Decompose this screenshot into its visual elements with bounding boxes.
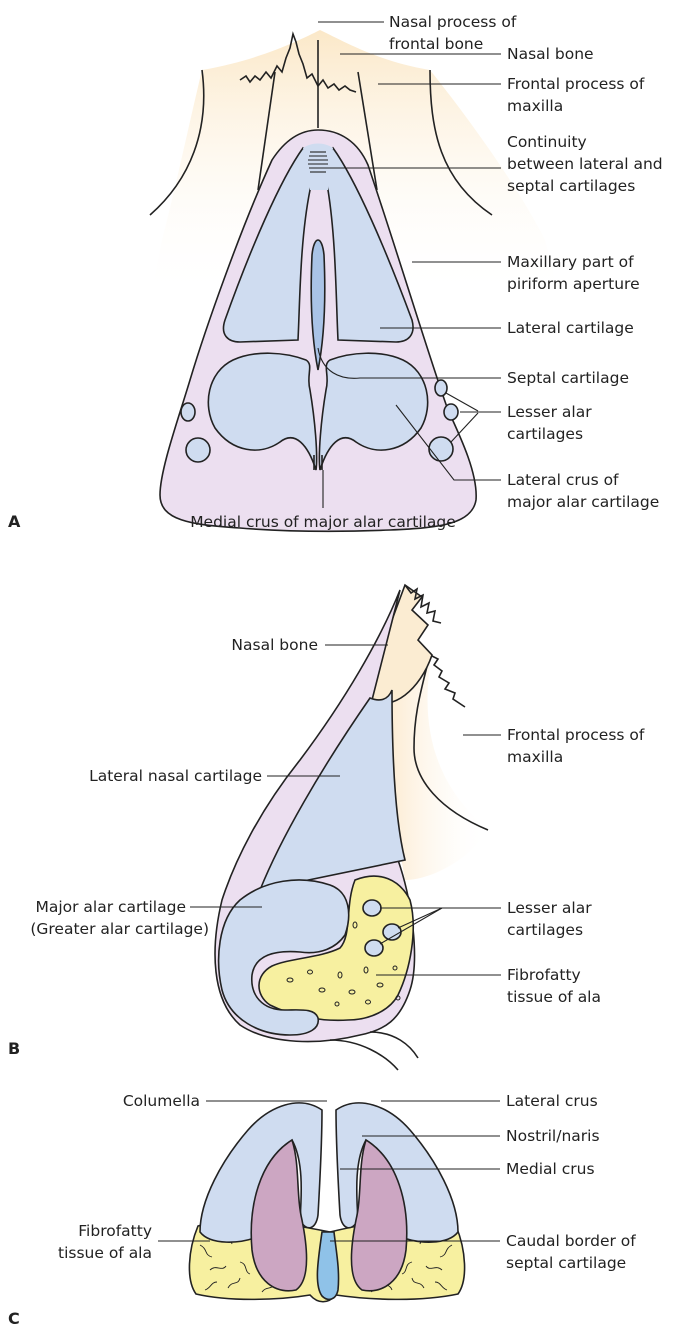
lesser-alar-right-3	[429, 437, 453, 461]
label-frontal-process-maxilla-line1: Frontal process of	[507, 75, 645, 93]
label-fibrofatty-b-line2: tissue of ala	[507, 988, 601, 1006]
label-continuity-line2: between lateral and	[507, 155, 663, 173]
label-maxillary-part-line2: piriform aperture	[507, 275, 640, 293]
label-nasal-bone-b: Nasal bone	[231, 636, 318, 654]
label-lateral-nasal-cartilage: Lateral nasal cartilage	[89, 767, 262, 785]
label-frontal-process-b-line2: maxilla	[507, 748, 563, 766]
label-lesser-alar-b-line1: Lesser alar	[507, 899, 592, 917]
label-nasal-process-frontal-line2: frontal bone	[389, 35, 483, 53]
label-medial-crus-c: Medial crus	[506, 1160, 595, 1178]
label-lateral-crus-line2: major alar cartilage	[507, 493, 659, 511]
caudal-septum-c	[317, 1232, 338, 1299]
label-frontal-process-b-line1: Frontal process of	[507, 726, 645, 744]
lesser-alar-right-2	[444, 404, 458, 420]
label-medial-crus-a: Medial crus of major alar cartilage	[190, 513, 456, 531]
panel-letter-b: B	[8, 1039, 20, 1058]
label-major-alar-line1: Major alar cartilage	[35, 898, 186, 916]
label-septal-cartilage: Septal cartilage	[507, 369, 629, 387]
label-lateral-cartilage: Lateral cartilage	[507, 319, 634, 337]
label-lateral-crus-c: Lateral crus	[506, 1092, 598, 1110]
label-fibrofatty-c-line2: tissue of ala	[58, 1244, 152, 1262]
frontal-process-jagged	[430, 655, 465, 707]
label-lesser-alar-b-line2: cartilages	[507, 921, 583, 939]
label-fibrofatty-b-line1: Fibrofatty	[507, 966, 581, 984]
lesser-alar-b-3	[365, 940, 383, 956]
panel-c: Columella Lateral crus Nostril/naris Med…	[8, 1092, 636, 1328]
label-lateral-crus-line1: Lateral crus of	[507, 471, 619, 489]
label-nasal-bone-a: Nasal bone	[507, 45, 594, 63]
label-continuity-line1: Continuity	[507, 133, 587, 151]
lesser-alar-b-1	[363, 900, 381, 916]
lesser-alar-left-2	[186, 438, 210, 462]
label-major-alar-line2: (Greater alar cartilage)	[30, 920, 209, 938]
panel-letter-a: A	[8, 512, 21, 531]
label-caudal-border-line1: Caudal border of	[506, 1232, 636, 1250]
lesser-alar-left-1	[181, 403, 195, 421]
label-continuity-line3: septal cartilages	[507, 177, 635, 195]
label-lesser-alar-a-line2: cartilages	[507, 425, 583, 443]
label-fibrofatty-c-line1: Fibrofatty	[78, 1222, 152, 1240]
label-nasal-process-frontal-line1: Nasal process of	[389, 13, 517, 31]
panel-a: Nasal process of frontal bone Nasal bone…	[8, 13, 663, 531]
lesser-alar-right-1	[435, 380, 447, 396]
label-frontal-process-maxilla-line2: maxilla	[507, 97, 563, 115]
label-maxillary-part-line1: Maxillary part of	[507, 253, 634, 271]
label-nostril: Nostril/naris	[506, 1127, 600, 1145]
label-caudal-border-line2: septal cartilage	[506, 1254, 626, 1272]
panel-letter-c: C	[8, 1309, 20, 1328]
panel-b: Nasal bone Frontal process of maxilla La…	[8, 585, 645, 1070]
label-columella: Columella	[123, 1092, 200, 1110]
label-lesser-alar-a-line1: Lesser alar	[507, 403, 592, 421]
